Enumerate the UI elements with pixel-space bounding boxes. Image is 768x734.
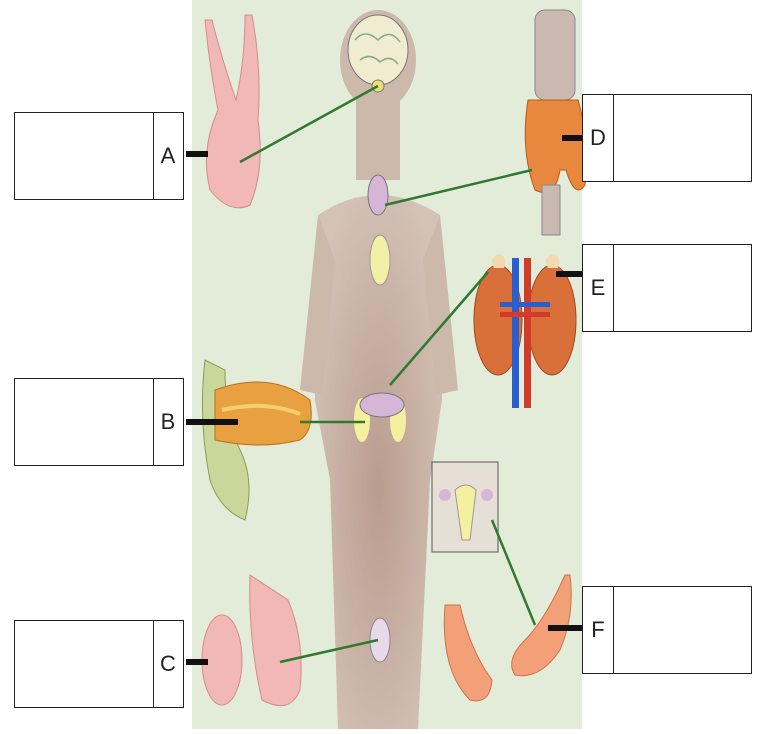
label-letter-b: B: [153, 379, 183, 465]
answer-field-f[interactable]: [613, 587, 614, 673]
label-letter-d: D: [583, 95, 613, 181]
label-letter-a: A: [153, 113, 183, 199]
answer-field-a[interactable]: [15, 113, 154, 199]
connector-a: [186, 151, 208, 157]
connector-d: [562, 135, 582, 141]
thymus-small: [370, 235, 390, 285]
label-letter-c: C: [153, 621, 183, 707]
connector-c: [186, 659, 208, 665]
label-box-e[interactable]: E: [582, 244, 752, 332]
label-box-f[interactable]: F: [582, 586, 752, 674]
answer-field-d[interactable]: [613, 95, 614, 181]
inset-uterus: [432, 462, 498, 552]
answer-field-e[interactable]: [613, 245, 614, 331]
label-box-b[interactable]: B: [14, 378, 184, 466]
label-box-a[interactable]: A: [14, 112, 184, 200]
answer-field-c[interactable]: [15, 621, 154, 707]
thyroid-small: [368, 175, 388, 215]
answer-field-b[interactable]: [15, 379, 154, 465]
label-box-c[interactable]: C: [14, 620, 184, 708]
connector-f: [548, 625, 582, 631]
connector-b: [186, 419, 238, 425]
label-letter-e: E: [583, 245, 613, 331]
label-box-d[interactable]: D: [582, 94, 752, 182]
connector-e: [556, 271, 582, 277]
label-letter-f: F: [583, 587, 613, 673]
